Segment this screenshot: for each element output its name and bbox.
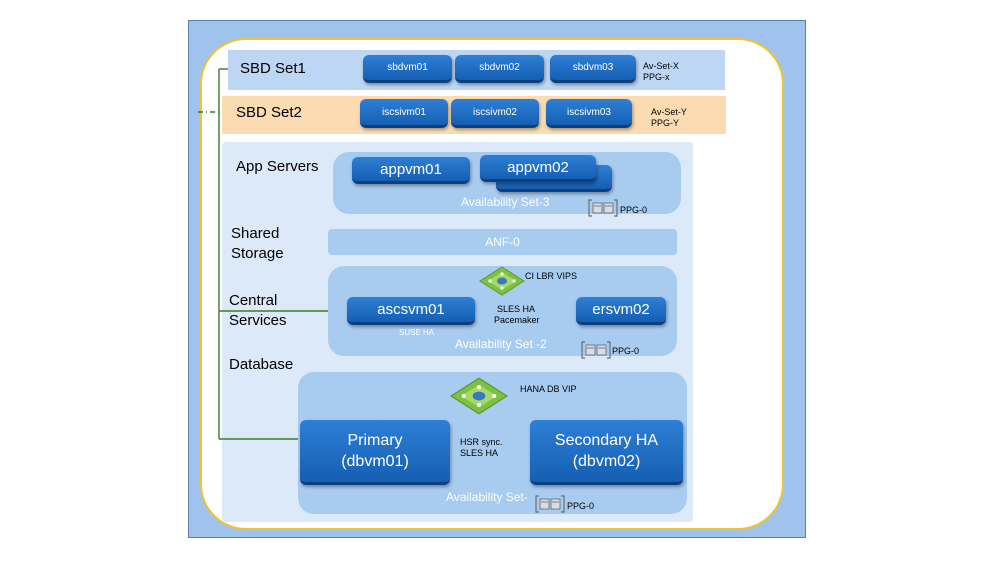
database-label: Database — [229, 356, 294, 373]
server-rack-icon — [581, 341, 611, 359]
vm-iscsivm03[interactable]: iscsivm03 — [546, 99, 632, 128]
primary-host: (dbvm01) — [341, 453, 409, 470]
secondary-title: Secondary HA — [554, 432, 659, 449]
db-sles-ha-label: SLES HA — [460, 448, 499, 458]
central-services-label-1: Central — [229, 292, 278, 309]
server-rack-icon — [588, 199, 618, 217]
app-servers-label: App Servers — [236, 158, 319, 175]
db-avset-label: Availability Set- — [446, 490, 528, 504]
secondary-host: (dbvm02) — [572, 453, 641, 470]
ha-label-2: Pacemaker — [494, 315, 540, 325]
app-ppg-label: PPG-0 — [620, 205, 648, 215]
diamond-lb-icon — [479, 266, 525, 296]
vm-ascsvm01[interactable]: ascsvm01 — [347, 297, 475, 325]
vm-appvm01[interactable]: appvm01 — [352, 157, 470, 184]
vm-sbdvm01[interactable]: sbdvm01 — [363, 55, 452, 83]
hana-vip-label: HANA DB VIP — [520, 384, 577, 394]
vm-sbdvm03[interactable]: sbdvm03 — [550, 55, 636, 83]
vm-primary-dbvm01[interactable]: Primary (dbvm01) — [300, 420, 450, 485]
sbd-set1-label: SBD Set1 — [240, 60, 306, 77]
vm-iscsivm01[interactable]: iscsivm01 — [360, 99, 448, 128]
central-ppg-label: PPG-0 — [612, 346, 640, 356]
sbd-set1-ppg: PPG-x — [643, 72, 670, 82]
shared-storage-label-1: Shared — [231, 225, 280, 242]
vm-appvm02[interactable]: appvm02 — [480, 155, 596, 182]
vm-ersvm02[interactable]: ersvm02 — [576, 297, 666, 325]
app-avset-label: Availability Set-3 — [461, 195, 550, 209]
db-ppg-label: PPG-0 — [567, 501, 595, 511]
anf-volume[interactable]: ANF-0 — [328, 229, 677, 255]
primary-title: Primary — [347, 432, 403, 449]
ha-label-1: SLES HA — [497, 304, 536, 314]
sbd-set2-label: SBD Set2 — [236, 104, 302, 121]
vm-iscsivm02[interactable]: iscsivm02 — [451, 99, 539, 128]
sbd-set1-avset: Av-Set-X — [643, 61, 679, 71]
shared-storage-label-2: Storage — [231, 245, 284, 262]
ascs-suse-ha-note: SUSE HA — [399, 328, 435, 337]
sbd-set2-avset: Av-Set-Y — [651, 107, 687, 117]
central-avset-label: Availability Set -2 — [455, 337, 547, 351]
vm-sbdvm02[interactable]: sbdvm02 — [455, 55, 544, 83]
diamond-lb-icon — [449, 377, 509, 415]
server-rack-icon — [535, 495, 565, 513]
central-services-label-2: Services — [229, 312, 287, 329]
vm-secondary-dbvm02[interactable]: Secondary HA (dbvm02) — [530, 420, 683, 485]
sbd-set2-ppg: PPG-Y — [651, 118, 680, 128]
hsr-sync-label: HSR sync. — [460, 437, 503, 447]
ci-lb-label: CI LBR VIPS — [525, 271, 578, 281]
